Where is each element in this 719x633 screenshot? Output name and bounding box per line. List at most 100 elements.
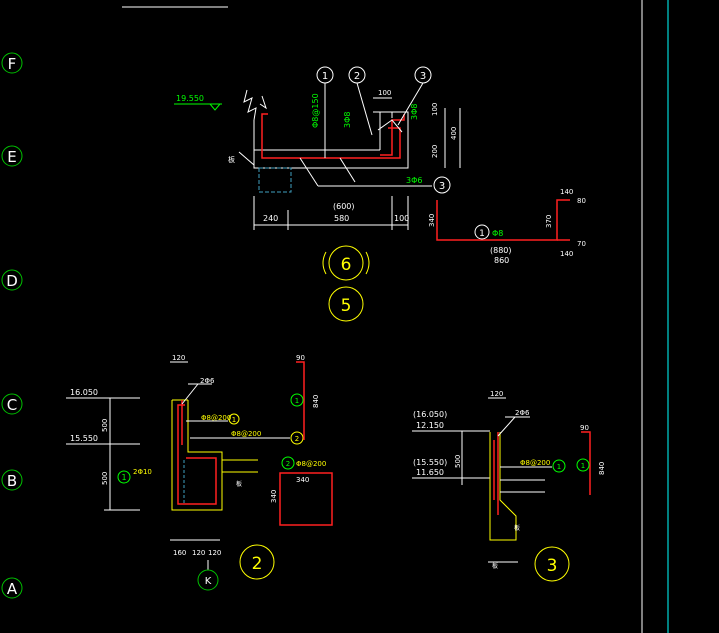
d2-box-marker (281, 456, 295, 470)
d2-marker-1-label: 1 (232, 416, 236, 424)
axis-label-B: B (7, 472, 17, 490)
hatch-label: 板 (228, 155, 235, 164)
axis-label-A: A (7, 580, 18, 598)
schedule-marker-1-label: 1 (479, 229, 485, 239)
detail-number-5: 5 (341, 296, 352, 316)
dim-right-100: 100 (431, 103, 439, 116)
schedule-340: 340 (428, 214, 436, 227)
d2-rebar (177, 404, 217, 505)
bar-mark-3phi6: 3Φ6 (406, 176, 422, 185)
detail-circle-5 (328, 286, 364, 322)
bar-schedule-1: 340 1 Φ8 (880) 860 370 140 80 70 140 (428, 188, 586, 265)
d3-schedule-840: 840 (598, 462, 606, 475)
d2-schedule-marker (290, 393, 304, 407)
d2-box-340: 340 (296, 476, 309, 484)
d2-axis-bubble (197, 569, 219, 591)
dim-600: (600) (333, 202, 355, 211)
d2-marker-2 (290, 431, 304, 445)
elevation-triangle (209, 103, 221, 111)
detail-circle-6 (328, 245, 364, 281)
bar-mark-3phi8-a: 3Φ8 (343, 112, 352, 128)
upper-detail: 19.550 板 1 2 3 Φ8@150 3Φ8 3Φ8 (174, 66, 461, 322)
d2-hatch-label: 板 (236, 480, 242, 488)
axis-label-C: C (7, 396, 17, 414)
d2-schedule-marker-label: 1 (295, 397, 299, 405)
schedule-80: 80 (577, 197, 586, 205)
schedule-70: 70 (577, 240, 586, 248)
d3-dim-120: 120 (490, 390, 503, 398)
detail-3: (16.050) 12.150 (15.550) 11.650 500 120 … (412, 390, 606, 582)
d2-left-marker (117, 470, 131, 484)
dim-240: 240 (263, 214, 278, 223)
axis-bubble-A: A (1, 577, 23, 599)
bar-callout-1-label: 1 (322, 71, 328, 82)
d2-box-marker-label: 2 (286, 460, 290, 468)
rebar-main (261, 113, 401, 159)
bar-callout-3 (414, 66, 432, 84)
d3-hatch-label: 板 (514, 524, 520, 532)
d3-stirrup: Φ8@200 (520, 459, 550, 467)
schedule-140b: 140 (560, 250, 573, 258)
d3-schedule-marker-label: 1 (581, 462, 585, 470)
detail-number-6: 6 (341, 255, 352, 275)
schedule-370: 370 (545, 215, 553, 228)
d2-dim-120b: 120 (208, 549, 221, 557)
axis-bubble-C: C (1, 393, 23, 415)
d2-box-340b: 340 (270, 490, 278, 503)
d3-elev-11650: 11.650 (416, 468, 444, 477)
d3-dim-500: 500 (454, 455, 462, 468)
bar-callout-3b-label: 3 (439, 181, 445, 192)
d2-dim-160: 160 (173, 549, 186, 557)
concrete-outline (253, 111, 409, 169)
axis-bubble-F: F (1, 52, 23, 74)
axis-bubble-B: B (1, 469, 23, 491)
bar-callout-2 (348, 66, 366, 84)
d3-top-bars: 2Φ6 (515, 409, 530, 417)
detail-2: 16.050 15.550 500 500 1 2Φ10 120 2Φ6 Φ8@… (66, 354, 333, 591)
d2-dim-500: 500 (101, 419, 109, 432)
d2-schedule-90: 90 (296, 354, 305, 362)
break-line (243, 89, 257, 121)
d2-stirrup-1: Φ8@200 (201, 414, 231, 422)
detail-number-3: 3 (547, 556, 558, 576)
bar-callout-1 (316, 66, 334, 84)
d2-box-label: Φ8@200 (296, 460, 326, 468)
d2-schedule-rebar (296, 361, 305, 440)
bar-callout-3-label: 3 (420, 71, 426, 82)
d2-axis-label: K (205, 576, 212, 587)
d3-schedule-marker (576, 458, 590, 472)
schedule-phi8: Φ8 (492, 229, 503, 238)
detail-circle-3 (534, 546, 570, 582)
d3-marker-label: 1 (557, 463, 561, 471)
d2-marker-2-label: 2 (295, 435, 299, 443)
d3-marker (552, 459, 566, 473)
d3-bottom-label: 板 (492, 562, 498, 570)
d2-left-bars: 2Φ10 (133, 468, 152, 476)
detail-number-2: 2 (252, 554, 263, 574)
bar-callout-3b (433, 176, 451, 194)
dim-top-100: 100 (378, 89, 391, 97)
d2-stirrup-box (279, 472, 333, 526)
d3-schedule-90: 90 (580, 424, 589, 432)
d2-schedule-840: 840 (312, 395, 320, 408)
schedule-860: 860 (494, 256, 509, 265)
d2-dim-120: 120 (172, 354, 185, 362)
axis-label-D: D (6, 272, 18, 290)
d3-elev-15550: (15.550) (413, 458, 447, 467)
axis-label-E: E (7, 148, 16, 166)
hidden-beam (258, 167, 292, 193)
dim-100-bottom: 100 (394, 214, 409, 223)
rebar-hook (377, 119, 403, 133)
bar-callout-2-label: 2 (354, 71, 360, 82)
d2-dim-120a: 120 (192, 549, 205, 557)
d2-top-bars: 2Φ6 (200, 377, 215, 385)
schedule-880: (880) (490, 246, 512, 255)
d2-elev-15550: 15.550 (70, 434, 98, 443)
bar-mark-3phi8-b: 3Φ8 (410, 104, 419, 120)
dim-right-200: 200 (431, 145, 439, 158)
d2-dim-500b: 500 (101, 472, 109, 485)
d2-stirrup-2: Φ8@200 (231, 430, 261, 438)
schedule-marker-1 (474, 224, 490, 240)
d3-elev-12150: 12.150 (416, 421, 444, 430)
dim-right-400: 400 (450, 127, 458, 140)
